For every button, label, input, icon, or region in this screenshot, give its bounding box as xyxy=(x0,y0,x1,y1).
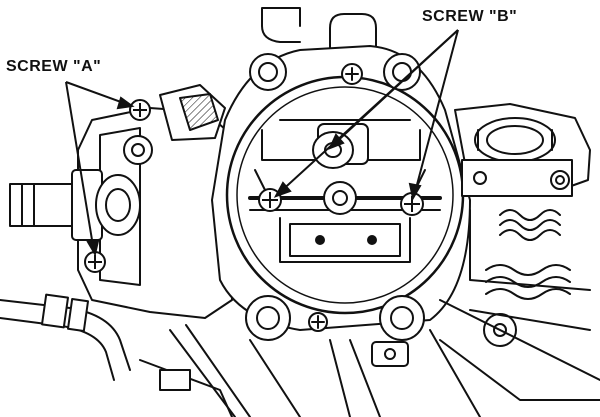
mounting-bosses xyxy=(123,53,425,341)
right-linkage xyxy=(429,103,600,417)
screw-a-upper xyxy=(129,99,151,121)
left-shaft xyxy=(9,169,141,241)
leader-screw-b xyxy=(273,29,459,201)
top-inlet-tube xyxy=(261,7,377,71)
screw-a-label: SCREW "A" xyxy=(4,58,104,76)
lower-linkage xyxy=(139,324,409,417)
screw-b-left xyxy=(258,188,282,212)
screw-b-label: SCREW "B" xyxy=(420,8,520,26)
left-hose xyxy=(0,293,131,381)
leader-screw-a xyxy=(65,81,135,257)
